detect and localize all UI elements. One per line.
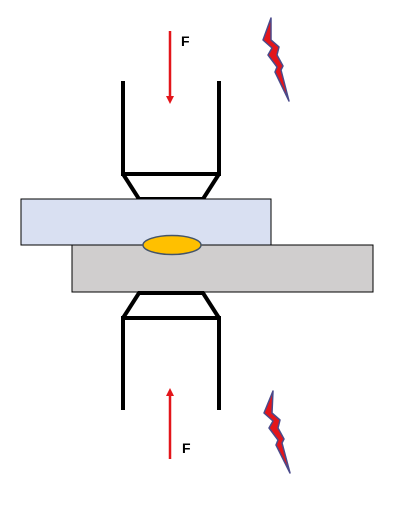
force-label-top: F: [181, 33, 190, 49]
force-label-bottom: F: [182, 440, 191, 456]
bottom-electrode: [121, 291, 221, 410]
lower-sheet: [71, 244, 374, 293]
lightning-bolt-icon: [262, 17, 290, 102]
lightning-bolt-icon: [263, 390, 291, 474]
upper-sheet: [20, 198, 272, 246]
weld-nugget: [142, 234, 202, 256]
